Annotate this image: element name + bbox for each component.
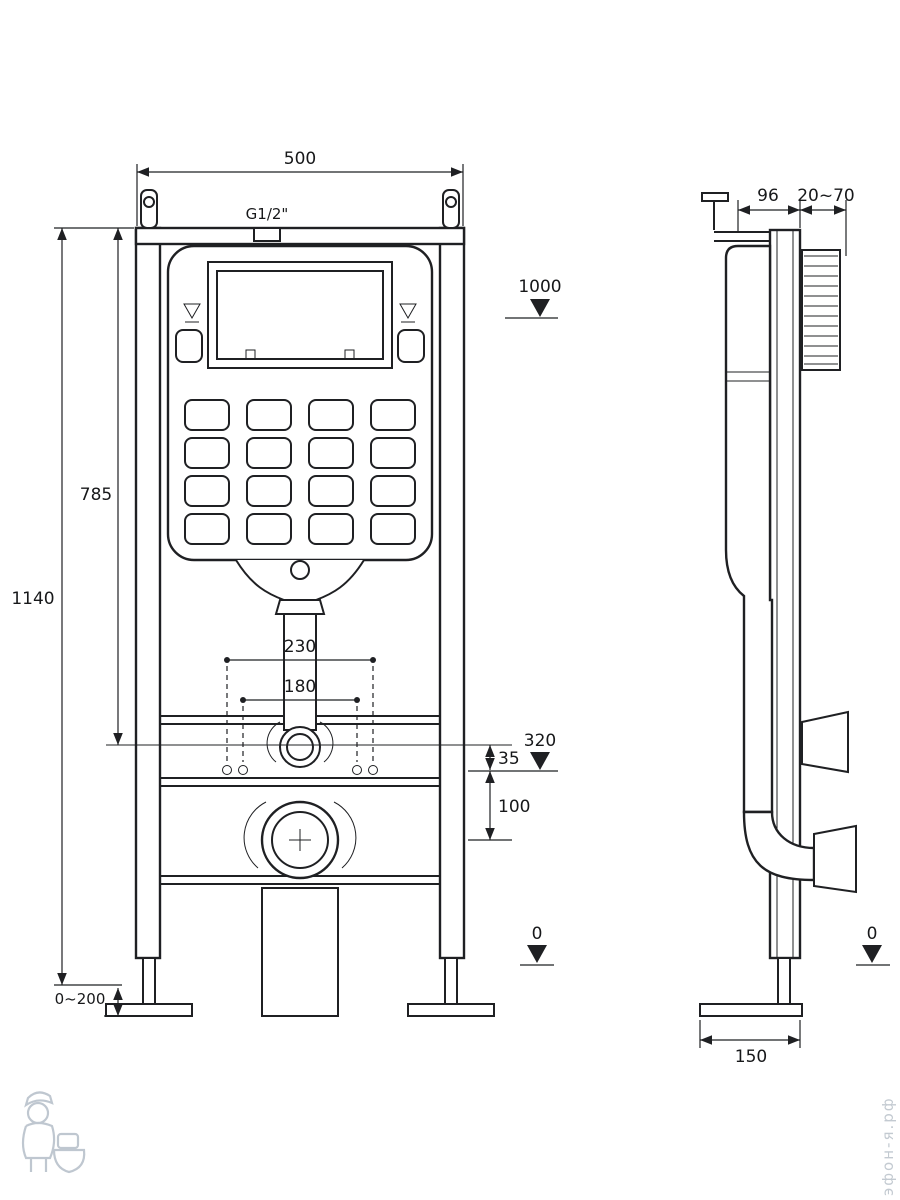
wc-fixing-holes [222,765,378,775]
side-view [699,192,857,1017]
level-1000-label: 1000 [518,277,561,297]
dim-35-label: 35 [498,749,520,769]
thread-label: G1/2" [246,205,289,223]
dim-785-label: 785 [80,485,112,505]
supply-bracket [701,192,770,242]
outlet-duct [261,887,339,1017]
cistern-side-profile [724,244,774,814]
cistern-boss-left [175,329,203,363]
cistern-rib-grid [184,399,416,545]
foot-side [699,957,803,1017]
floor-0-label-side: 0 [867,924,878,944]
front-view-dimensions: 500 G1/2" 1140 785 0~200 230 180 1000 [11,149,562,1017]
floor-0-label-front: 0 [532,924,543,944]
watermark-plumber-logo [21,1091,86,1174]
floor-0-marker-side [862,945,882,963]
water-outlet-connector [266,721,334,768]
dim-230-label: 230 [284,637,316,657]
dim-0-200-label: 0~200 [55,990,106,1008]
corrugated-hose-coil [801,249,841,371]
cistern-boss-right [397,329,425,363]
drain-connector [243,800,357,880]
dim-96-label: 96 [757,186,779,206]
wall-bracket-left [140,189,158,229]
dim-20-70-label: 20~70 [797,186,855,206]
dim-100-label: 100 [498,797,530,817]
frame-rail-right [438,226,466,960]
access-panel-frame [207,261,393,369]
flush-pipe [283,613,317,731]
flush-pipe-flange [274,599,326,615]
water-inlet-fitting [253,227,281,242]
water-level-mark-left [183,303,201,323]
dim-180-label: 180 [284,677,316,697]
water-level-mark-right [399,303,417,323]
wall-bracket-right [442,189,460,229]
foot-right [407,957,495,1017]
watermark-site-text: эфон-я.рф [879,1096,897,1196]
outlet-spigot-side [813,824,857,894]
funnel-port [290,560,310,580]
level-320-label: 320 [524,731,556,751]
dim-500-label: 500 [284,149,316,169]
foot-left [105,957,193,1017]
front-view [105,189,495,1017]
frame-rail-left [134,226,162,960]
side-view-dimensions: 96 20~70 150 0 [699,186,890,1067]
level-320-marker [530,752,550,770]
dim-150-label: 150 [735,1047,767,1067]
frame-top-bar [134,226,466,246]
floor-0-marker-front [527,945,547,963]
dim-1140-label: 1140 [11,589,54,609]
level-1000-marker [530,299,550,317]
inlet-stub-side [801,710,849,774]
